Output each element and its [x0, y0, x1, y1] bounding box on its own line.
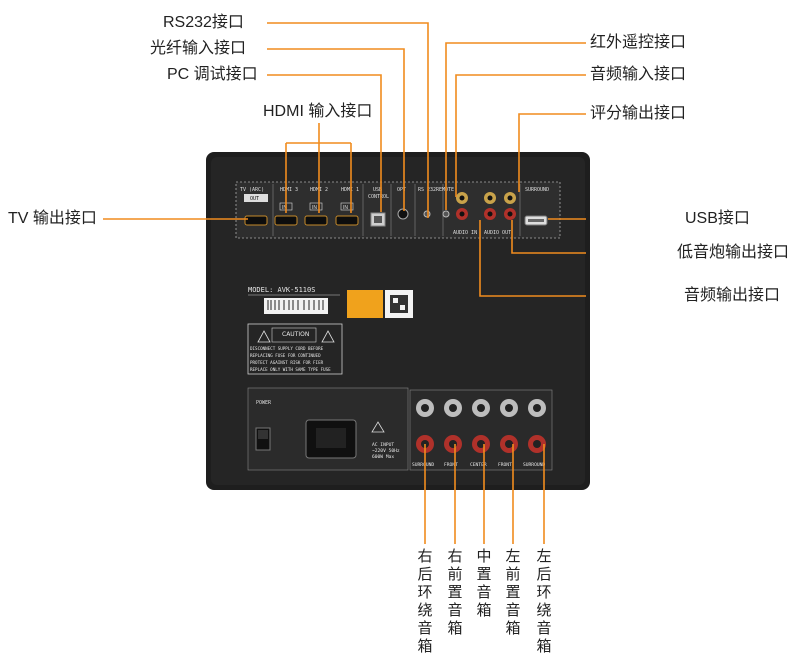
speaker-label-fr: 右前置音箱 — [447, 548, 463, 637]
callout-score: 评分输出接口 — [590, 105, 687, 122]
port-label-usb-sub: CONTROL — [368, 194, 389, 200]
callout-optical: 光纤输入接口 — [150, 40, 247, 57]
callout-audio-in: 音频输入接口 — [590, 66, 687, 83]
tv-out-badge — [244, 194, 268, 202]
speaker-label-c: 中置音箱 — [476, 548, 492, 619]
callout-pc: PC 调试接口 — [167, 66, 258, 83]
speaker-label-sl: 左后环绕音箱 — [536, 548, 552, 655]
ac-input-lines: AC INPUT ~220V 50Hz 600W Max — [372, 442, 400, 460]
callout-hdmi-in: HDMI 输入接口 — [263, 103, 373, 120]
caution-label: CAUTION — [282, 331, 309, 338]
speaker-label-sr: 右后环绕音箱 — [417, 548, 433, 655]
port-label-rs232: RS 232 — [418, 187, 436, 193]
port-label-opt: OPT — [397, 187, 406, 193]
callout-sub: 低音炮输出接口 — [677, 244, 790, 261]
svg-text:~220V 50Hz: ~220V 50Hz — [372, 448, 400, 454]
svg-text:SURROUND: SURROUND — [523, 462, 545, 468]
svg-text:IN: IN — [312, 205, 317, 211]
callout-tv-out: TV 输出接口 — [8, 210, 97, 227]
svg-text:SURROUND: SURROUND — [412, 462, 434, 468]
port-label-hdmi1: HDMI 1 — [341, 187, 359, 193]
svg-text:REPLACING FUSE FOR CONTINUED: REPLACING FUSE FOR CONTINUED — [250, 353, 321, 358]
barcode-lines — [267, 300, 324, 310]
svg-text:IN: IN — [343, 205, 348, 211]
remote-port — [442, 210, 450, 218]
port-label-tv: TV (ARC) — [240, 187, 264, 193]
port-label-hdmi3: HDMI 3 — [280, 187, 298, 193]
port-label-audio-out: AUDIO OUT — [484, 230, 511, 236]
optical-port — [397, 208, 409, 220]
barcode — [264, 298, 328, 314]
svg-text:AC INPUT: AC INPUT — [372, 442, 394, 448]
ac-warning-icon — [371, 421, 385, 433]
power-label: POWER — [256, 400, 272, 406]
svg-text:DISCONNECT SUPPLY CORD BEFORE: DISCONNECT SUPPLY CORD BEFORE — [250, 346, 324, 351]
port-label-surround-top: SURROUND — [525, 187, 549, 193]
callout-lines — [103, 22, 586, 544]
sticker-orange — [347, 290, 383, 318]
rca-jacks — [456, 192, 516, 220]
rs232-port — [423, 210, 431, 218]
callout-rs232: RS232接口 — [163, 14, 244, 31]
warning-lines: DISCONNECT SUPPLY CORD BEFORE REPLACING … — [250, 346, 331, 372]
svg-text:REPLACE ONLY WITH SAME TYPE FU: REPLACE ONLY WITH SAME TYPE FUSE — [250, 367, 331, 372]
warning-box — [247, 323, 343, 375]
warning-triangle-icon — [257, 330, 271, 343]
shock-triangle-icon — [321, 330, 335, 343]
model-label: MODEL: AVK-5110S — [248, 286, 315, 294]
svg-text:FRONT: FRONT — [498, 462, 512, 468]
tv-out-label: OUT — [250, 196, 259, 202]
svg-text:IN: IN — [282, 205, 287, 211]
speaker-label-fl: 左前置音箱 — [505, 548, 521, 637]
hdmi-ports: IN IN IN — [274, 202, 359, 226]
tv-out-port — [244, 215, 268, 226]
callout-usb: USB接口 — [685, 210, 750, 227]
callout-audio-out: 音频输出接口 — [684, 287, 781, 304]
port-label-usb: USB — [373, 187, 382, 193]
speaker-term-labels: SURROUND FRONT CENTER FRONT SURROUND — [412, 462, 545, 468]
port-dividers — [272, 184, 521, 236]
svg-text:FRONT: FRONT — [444, 462, 458, 468]
svg-text:CENTER: CENTER — [470, 462, 487, 468]
port-label-audio-in: AUDIO IN — [453, 230, 477, 236]
svg-text:600W Max: 600W Max — [372, 454, 394, 460]
callout-ir: 红外遥控接口 — [590, 34, 687, 51]
svg-text:PROTECT AGAINST RISK FOR FIER: PROTECT AGAINST RISK FOR FIER — [250, 360, 324, 365]
port-label-remote: REMOTE — [436, 187, 454, 193]
